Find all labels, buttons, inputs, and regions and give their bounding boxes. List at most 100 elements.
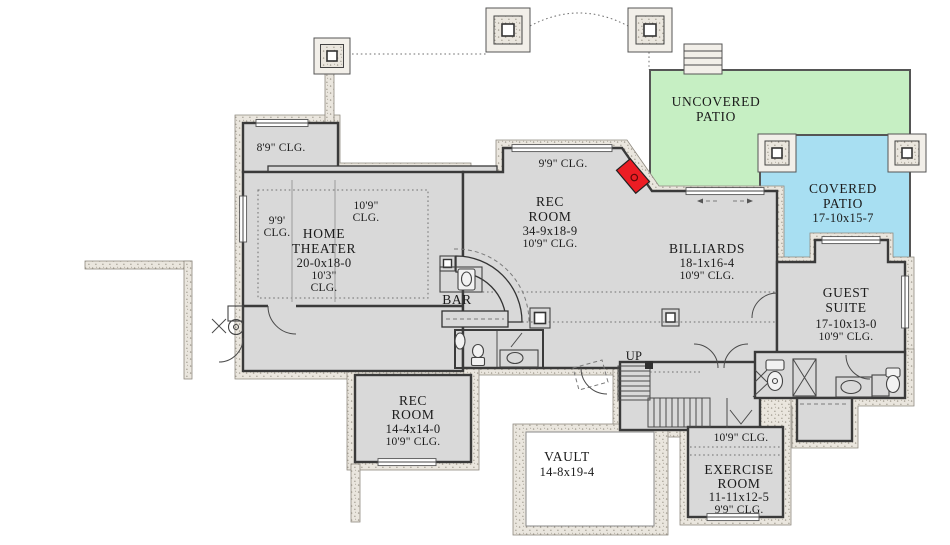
slider-arrow-left-head <box>697 198 703 204</box>
stair-upper-run <box>617 365 651 401</box>
lower-rec-room-dimensions: 14-4x14-0 <box>386 422 441 436</box>
stair-lower-treads <box>653 398 703 427</box>
toilet-tank <box>765 359 785 371</box>
vault-area <box>525 431 655 527</box>
bar-counter <box>439 248 530 328</box>
uncovered-patio-label: UNCOVERED <box>672 94 761 109</box>
covered-patio-label: PATIO <box>823 196 863 211</box>
column-icon-b <box>485 7 531 53</box>
billiards-ceiling-label: 10'9" CLG. <box>680 270 735 282</box>
floor-drain-x <box>211 318 227 334</box>
home-theater-ceiling-label: CLG. <box>311 282 338 294</box>
column-inner <box>442 258 453 269</box>
plan-columns <box>439 255 680 329</box>
covered-patio-dimensions: 17-10x15-7 <box>812 211 873 225</box>
wall-niche <box>454 332 466 350</box>
column-inner <box>665 312 676 323</box>
toilet-icon <box>471 343 485 359</box>
column-mid <box>894 140 920 166</box>
door-arc-billiards-guest <box>751 292 778 319</box>
vault-label: VAULT <box>544 449 590 464</box>
back-bar-cabinet <box>439 266 483 293</box>
theater-left-ceiling-label: 9'9' <box>269 215 285 227</box>
column-inner <box>643 23 657 37</box>
interior-walls <box>243 304 728 428</box>
hall-ceiling-label: 10'9" CLG. <box>714 432 769 444</box>
sink-icon <box>506 351 524 365</box>
column-outer <box>661 308 680 327</box>
water-heater-core <box>232 323 240 331</box>
lower-rec-room-label: REC <box>399 393 427 408</box>
billiards-dimensions: 18-1x16-4 <box>680 256 735 270</box>
theater-right-ceiling-label: 10'9" <box>353 200 378 212</box>
toilet-icon <box>766 370 784 392</box>
patio-steps-treads <box>684 50 722 66</box>
door-swing-x <box>754 369 768 383</box>
bar-label: BAR <box>442 292 472 307</box>
shower-x <box>792 358 817 397</box>
guest-suite-dimensions: 17-10x13-0 <box>815 317 876 331</box>
site-features <box>313 7 927 173</box>
column-inner <box>771 147 783 159</box>
sink-icon <box>840 379 862 395</box>
vault-dimensions: 14-8x19-4 <box>540 465 595 479</box>
patio-steps <box>683 43 723 75</box>
room-labels: UNCOVERED PATIO COVERED PATIO 17-10x15-7… <box>257 94 877 516</box>
foundation-wall-left-boundary-v <box>183 260 193 380</box>
theater-left-ceiling-label: CLG. <box>264 227 291 239</box>
rec-room-label: ROOM <box>529 209 572 224</box>
home-theater-dimensions: 20-0x18-0 <box>297 256 352 270</box>
toilet-tank <box>470 356 486 367</box>
door-arc-hall-right <box>723 343 749 369</box>
fireplace-box <box>615 157 651 195</box>
utility-equipment <box>211 305 245 336</box>
foundation-wall-left-boundary-h <box>84 260 193 270</box>
guest-suite-label: GUEST <box>823 285 870 300</box>
toilet-icon-2 <box>885 374 901 394</box>
stairs <box>572 359 711 428</box>
closet-area <box>795 396 854 443</box>
bath-door-leaf <box>752 382 769 398</box>
rec-room-top-ceiling-label: 9'9" CLG. <box>539 158 588 170</box>
powder-bath-walls <box>454 329 544 369</box>
exercise-room-label: EXERCISE <box>704 462 773 477</box>
lower-rec-room-ceiling-label: 10'9" CLG. <box>386 436 441 448</box>
exercise-room-label: ROOM <box>718 476 761 491</box>
windows <box>239 119 910 522</box>
home-theater-ceiling-label: 10'3" <box>311 270 336 282</box>
bar-overhang-arc <box>453 248 530 323</box>
deck-edge-arc <box>529 12 629 27</box>
home-theater-label: HOME <box>303 226 345 241</box>
door-leaf <box>510 332 523 348</box>
uncovered-patio-label: PATIO <box>696 109 736 124</box>
column-inner <box>326 50 338 62</box>
home-theater-area <box>241 170 465 373</box>
door-arc-hall-west <box>580 367 608 395</box>
storage-ceiling-label: 8'9" CLG. <box>257 142 306 154</box>
door-chevron-exercise <box>729 409 753 425</box>
theater-right-ceiling-label: CLG. <box>353 212 380 224</box>
bar-sink-basin <box>460 271 473 287</box>
lower-rec-room-area <box>353 373 473 464</box>
ceiling-break-lines <box>257 180 781 456</box>
rec-room-dimensions: 34-9x18-9 <box>523 224 578 238</box>
patio-steps-box <box>683 43 723 75</box>
stair-lower-run <box>647 397 711 428</box>
fireplace <box>615 157 651 195</box>
rec-room-ceiling-label: 10'9" CLG. <box>523 238 578 250</box>
guest-bath <box>752 358 901 405</box>
door-arc-theater <box>267 305 297 335</box>
covered-patio-label: COVERED <box>809 181 877 196</box>
stair-upper-treads <box>618 370 650 397</box>
column-outer <box>529 307 551 329</box>
toilet-drain <box>771 377 779 385</box>
water-heater-icon <box>227 318 245 336</box>
lower-rec-room-label: ROOM <box>392 407 435 422</box>
interior-column-icon-2 <box>529 307 551 329</box>
exercise-room-dimensions: 11-11x12-5 <box>709 490 769 504</box>
column-inner <box>901 147 913 159</box>
guest-suite-ceiling-label: 10'9" CLG. <box>819 331 874 343</box>
interior-column-icon-3 <box>661 308 680 327</box>
